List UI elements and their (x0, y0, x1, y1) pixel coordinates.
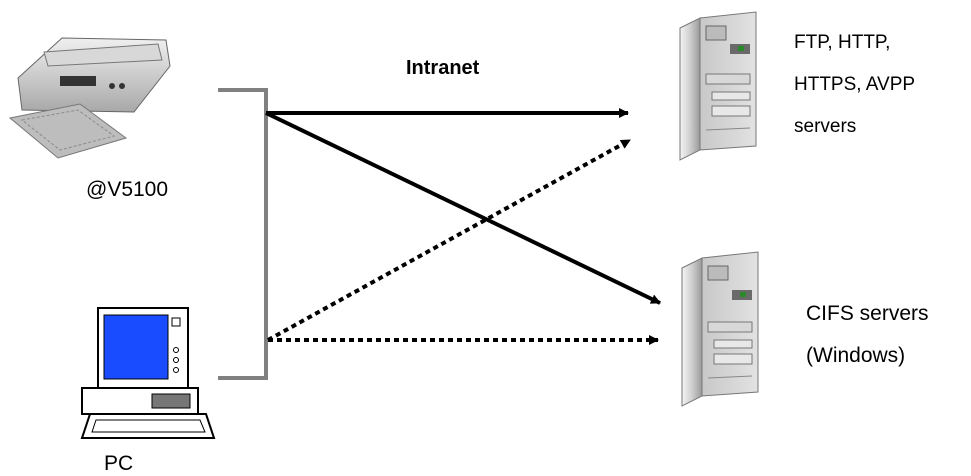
server-tower-icon (679, 11, 757, 161)
connection-pc-to-top-server (267, 138, 631, 342)
intranet-label: Intranet (406, 57, 480, 79)
intranet-backbone (218, 88, 268, 380)
scanner-label: @V5100 (86, 178, 168, 201)
bottom-server-label: CIFS servers (Windows) (806, 302, 929, 367)
top-server-label-line-1: FTP, HTTP, (794, 32, 890, 53)
bottom-server-label-line-2: (Windows) (806, 344, 905, 367)
top-server-label: FTP, HTTP, HTTPS, AVPP servers (794, 32, 915, 137)
pc-icon (80, 307, 216, 439)
connection-scanner-to-bottom-server (265, 111, 661, 305)
top-server-label-line-2: HTTPS, AVPP (794, 74, 915, 95)
bottom-server-label-line-1: CIFS servers (806, 302, 929, 325)
server-tower-icon (681, 251, 759, 407)
scanner-icon (8, 37, 171, 159)
top-server-label-line-3: servers (794, 116, 856, 137)
pc-label: PC (104, 452, 133, 475)
